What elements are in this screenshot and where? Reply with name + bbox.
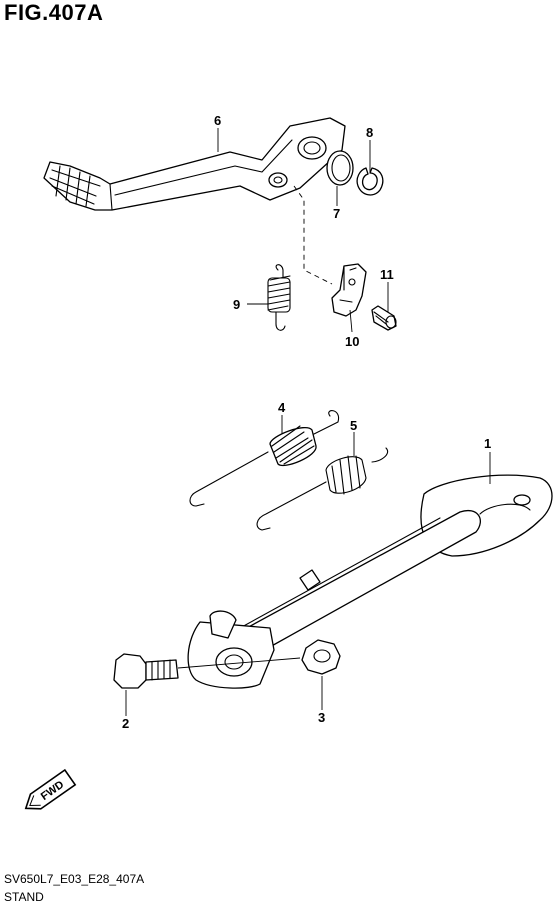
stand-spring-1[interactable]	[189, 410, 340, 507]
callout-7: 7	[333, 206, 340, 221]
callout-8: 8	[366, 125, 373, 140]
callout-1: 1	[484, 436, 491, 451]
stand-spring-2[interactable]	[256, 447, 389, 531]
callout-10: 10	[345, 334, 359, 349]
stand-nut[interactable]	[301, 639, 341, 675]
fwd-arrow-icon: FWD	[24, 768, 77, 810]
diagram-code: SV650L7_E03_E28_407A	[4, 872, 145, 886]
callout-11: 11	[380, 267, 394, 282]
callout-9: 9	[233, 297, 240, 312]
washer[interactable]	[326, 150, 354, 186]
stand-bolt[interactable]	[113, 653, 179, 689]
diagram-name: STAND	[4, 890, 44, 904]
bolt[interactable]	[371, 305, 397, 331]
pivot-axis-line	[177, 657, 301, 669]
figure-title: FIG.407A	[4, 0, 104, 25]
bracket[interactable]	[331, 263, 367, 317]
callout-2: 2	[122, 716, 129, 731]
gear-shift-lever[interactable]	[43, 117, 346, 211]
callout-4: 4	[278, 400, 286, 415]
circlip[interactable]	[356, 167, 384, 196]
callout-6: 6	[214, 113, 221, 128]
callout-5: 5	[350, 418, 357, 433]
return-spring[interactable]	[267, 264, 291, 331]
callout-3: 3	[318, 710, 325, 725]
assembly-guide-line	[293, 185, 333, 285]
side-stand[interactable]	[187, 474, 553, 689]
